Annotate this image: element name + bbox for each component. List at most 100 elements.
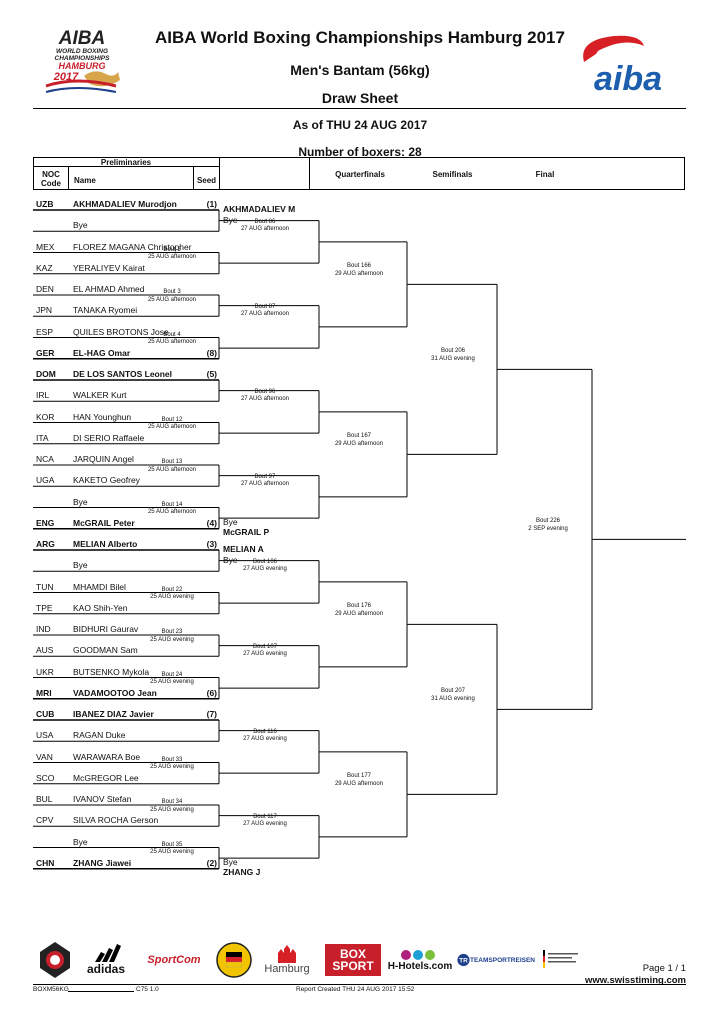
boxer-name: EL-HAG Omar [73,347,131,358]
svg-text:TR: TR [459,957,468,964]
noc-code: CHN [36,857,55,868]
boxer-name: IBANEZ DIAZ Javier [73,709,154,719]
bye-label: Bye [223,215,238,225]
noc-code: DEN [36,284,54,294]
column-header-box [33,157,685,190]
sponsor-logo-badge [36,940,74,980]
boxer-name: Bye [73,836,88,847]
boxer-name: RAGAN Duke [73,730,126,741]
report-code: BOXM56KG [33,986,69,993]
boxer-name: DE LOS SANTOS Leonel [73,369,173,379]
noc-code: UZB [36,199,54,209]
seed: (2) [206,857,217,868]
noc-code: BUL [36,794,53,804]
boxer-name: HAN Younghun [73,411,132,422]
bye-label: Bye [223,857,238,867]
seed: (1) [206,199,217,209]
boxer-name: McGRAIL Peter [73,517,135,528]
entry-row: Bye [34,215,220,237]
noc-code: MEX [36,241,55,252]
final-header: Final [535,170,555,179]
column-header-divider [193,166,194,190]
page-number: Page 1 / 1 [642,963,686,974]
boxer-name: Bye [73,560,88,571]
championship-logo: AIBA WORLD BOXING CHAMPIONSHIPS HAMBURG … [38,26,126,98]
advancing-boxer: McGRAIL P [223,527,270,537]
boxer-name: WALKER Kurt [73,390,127,401]
noc-code: JPN [36,305,53,316]
noc-code: ESP [36,326,54,337]
boxer-name: IVANOV Stefan [73,794,132,804]
sponsor-logo-hamburg: Hamburg [258,940,316,980]
sponsor-logo-seal [214,940,254,980]
sponsor-logo-boxsport: BOX SPORT [325,940,381,980]
boxer-name: Bye [73,220,88,231]
entry-row: Bye [34,555,220,577]
boxer-name: EL AHMAD Ahmed [73,284,145,294]
entry-row: Bye [34,492,220,514]
svg-text:HAMBURG: HAMBURG [59,61,106,71]
entry-row: IRL WALKER Kurt [34,385,220,407]
boxer-name: FLOREZ MAGANA Christopher [73,241,192,252]
noc-code: IND [36,624,51,634]
column-header-divider [33,166,219,167]
column-header-divider [68,166,69,190]
number-of-boxers: Number of boxers: 28 [298,145,422,159]
semifinals-header: Semifinals [432,170,473,179]
advancing-boxer: MELIAN A [223,544,264,554]
footer-divider [33,984,686,985]
boxer-name: BUTSENKO Mykola [73,666,150,677]
noc-code: IRL [36,390,50,401]
noc-code: UGA [36,475,55,486]
logo-line-aiba: AIBA [58,28,105,49]
event-title: Men's Bantam (56kg) [290,62,430,78]
document-type: Draw Sheet [321,90,399,106]
report-created: Report Created THU 24 AUG 2017 15:52 [296,986,415,993]
boxer-name: KAO Shih-Yen [73,602,128,613]
boxer-name: MELIAN Alberto [73,539,138,549]
seed: (5) [206,369,217,379]
noc-code: GER [36,347,55,358]
boxer-name: McGREGOR Lee [73,772,139,783]
report-code-line [68,991,134,992]
entry-row: UKR BUTSENKO Mykola [34,662,220,684]
page-title: AIBA World Boxing Championships Hamburg … [155,28,565,47]
noc-code: UKR [36,666,54,677]
noc-code: ITA [36,432,49,443]
boxer-name: VADAMOOTOO Jean [73,687,157,698]
advancing-boxer: ZHANG J [223,867,261,877]
noc-code: NCA [36,454,54,464]
noc-code: MRI [36,687,52,698]
boxer-name: WARAWARA Boe [73,751,141,762]
boxer-name: MHAMDI Bilel [73,581,126,592]
entry-row: USA RAGAN Duke [34,725,220,747]
noc-code: USA [36,730,54,741]
boxer-name: TANAKA Ryomei [73,305,138,316]
seed: (4) [206,517,217,528]
preliminaries-header: Preliminaries [100,158,152,167]
noc-code: SCO [36,772,55,783]
